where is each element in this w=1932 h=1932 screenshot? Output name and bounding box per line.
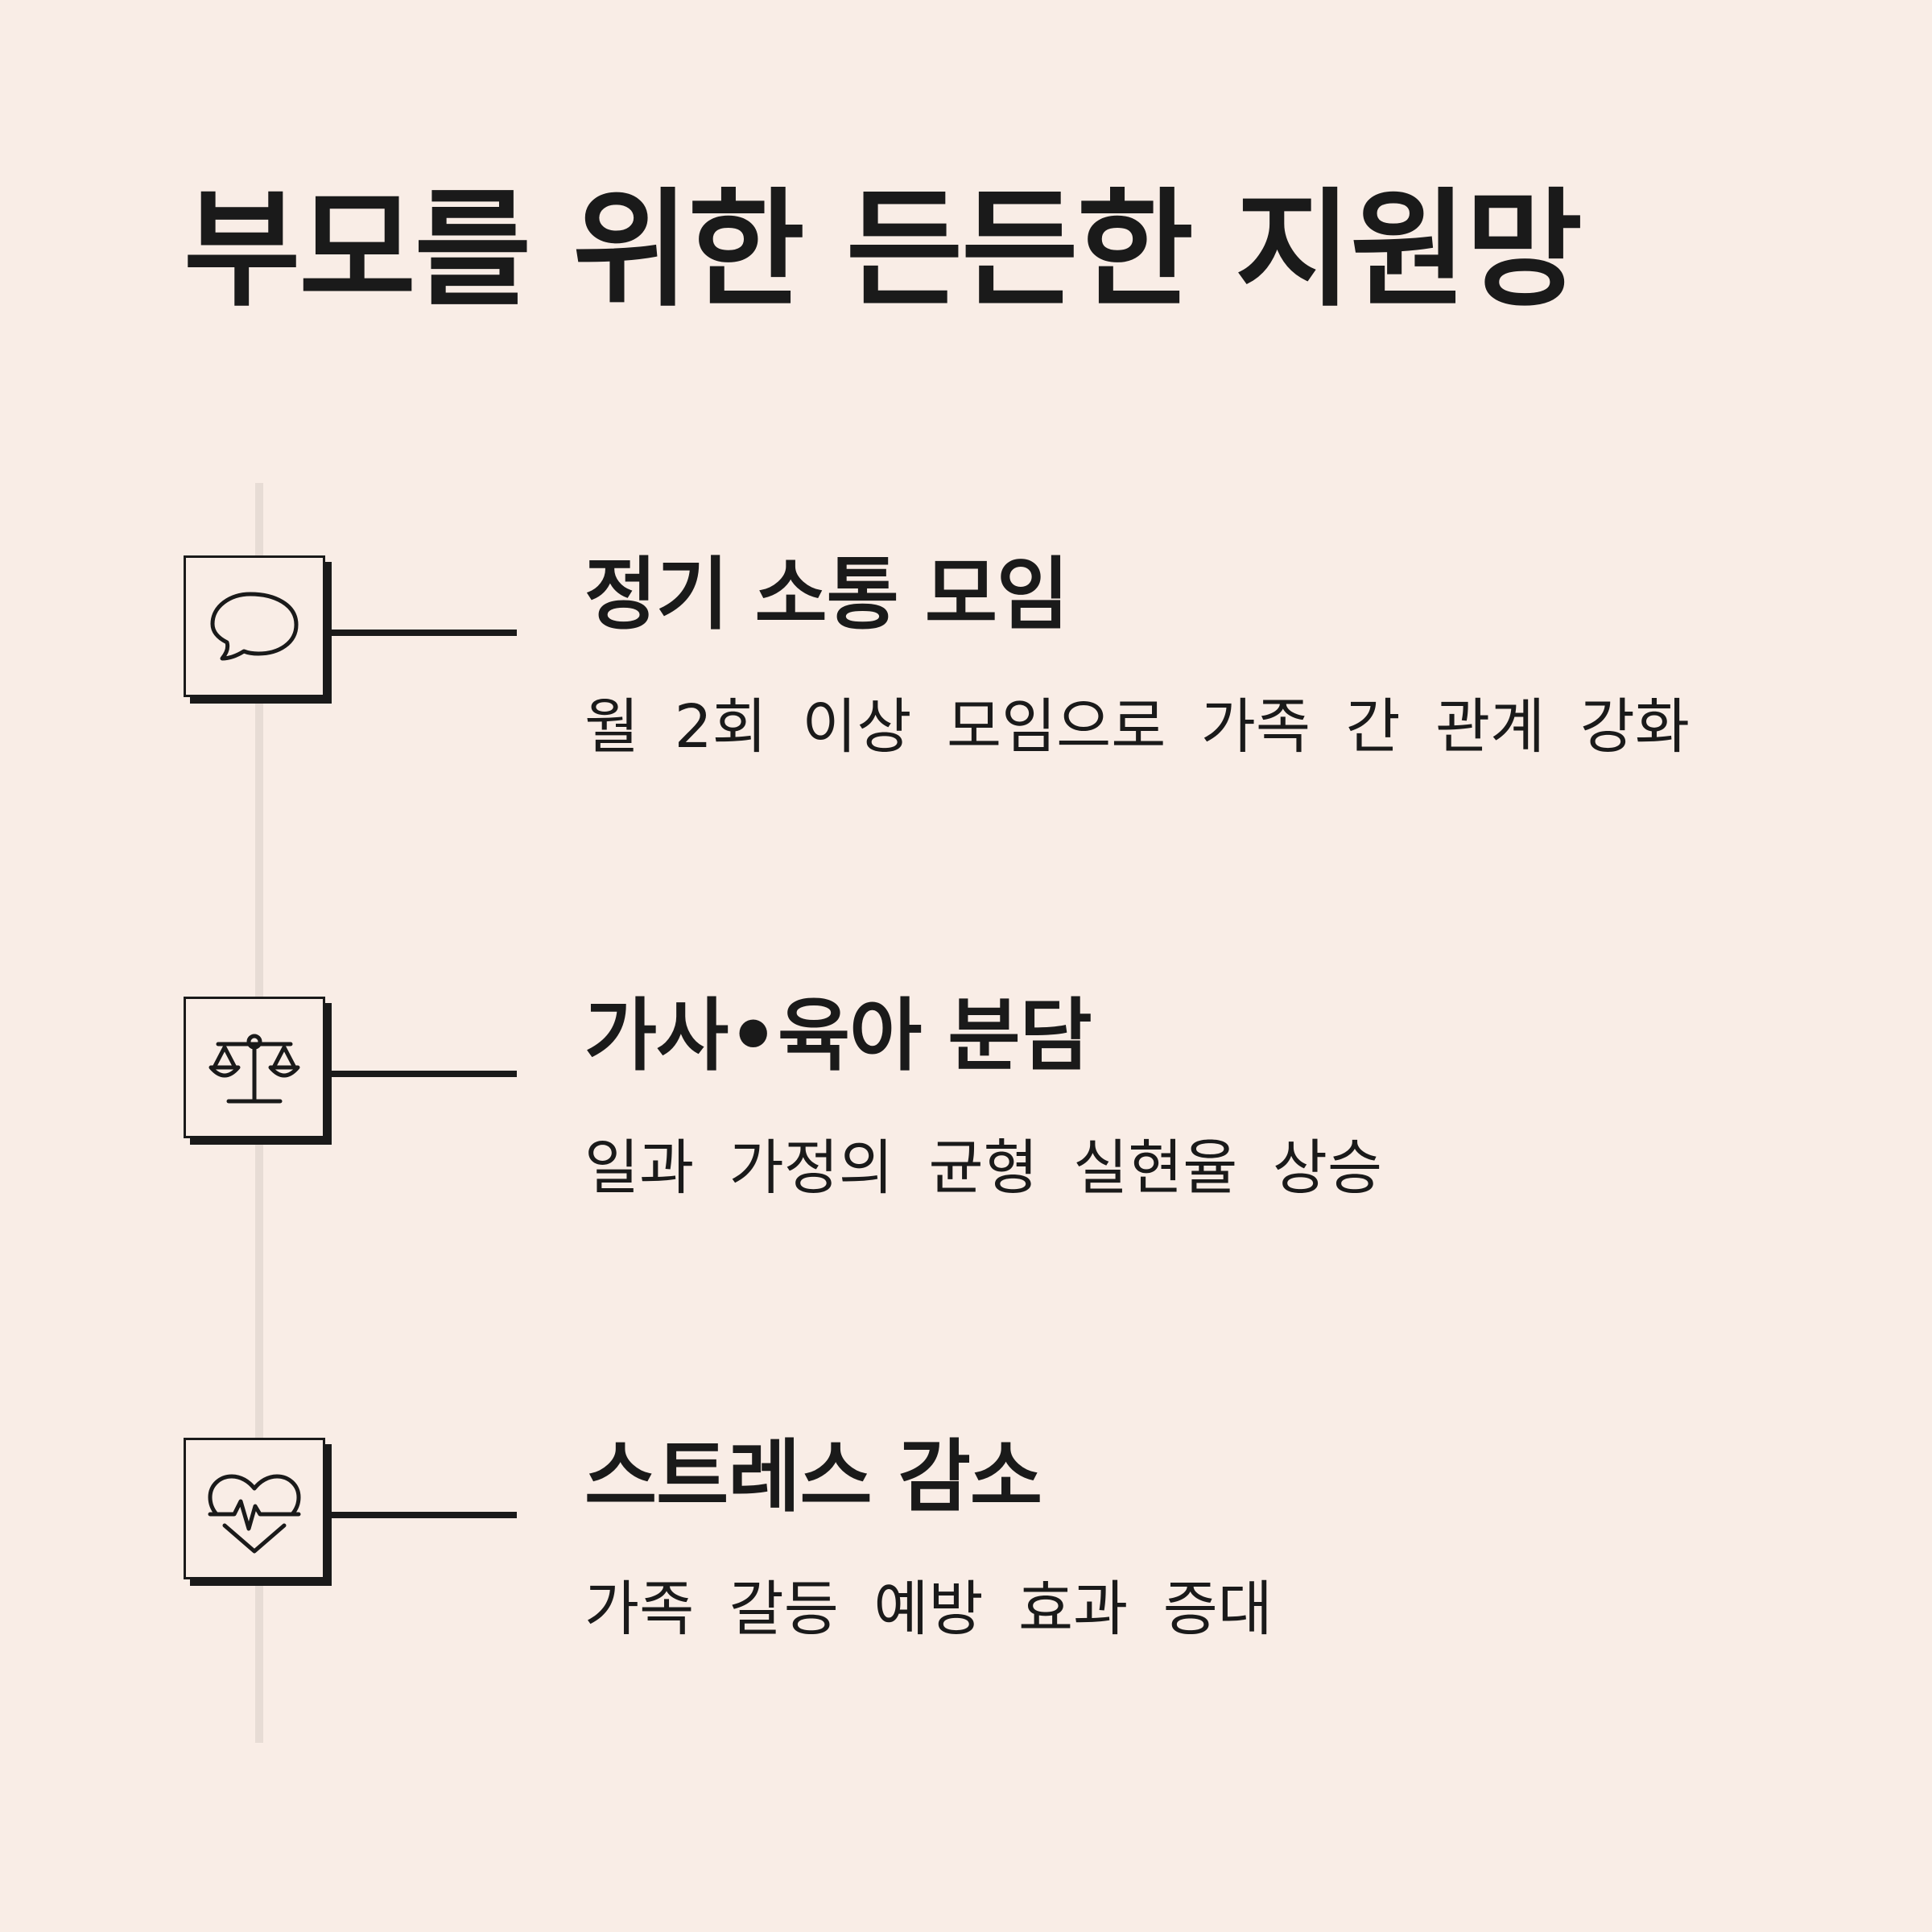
speech-bubble-icon	[210, 592, 299, 661]
icon-box	[184, 1438, 325, 1579]
support-item-communication: 정기 소통 모임 월 2회 이상 모임으로 가족 간 관계 강화	[0, 555, 1932, 797]
heart-pulse-icon	[208, 1474, 301, 1554]
item-title: 스트레스 감소	[584, 1431, 1042, 1523]
icon-box	[184, 555, 325, 697]
item-description: 월 2회 이상 모임으로 가족 간 관계 강화	[584, 692, 1690, 762]
balance-scale-icon	[208, 1034, 300, 1104]
support-item-chores: 가사•육아 분담 일과 가정의 균형 실현율 상승	[0, 997, 1932, 1238]
connector-line	[332, 1512, 517, 1518]
icon-box	[184, 997, 325, 1138]
connector-line	[332, 1071, 517, 1077]
item-description: 가족 갈등 예방 효과 증대	[584, 1575, 1273, 1644]
support-item-stress: 스트레스 감소 가족 갈등 예방 효과 증대	[0, 1438, 1932, 1679]
item-title: 정기 소통 모임	[584, 549, 1069, 641]
connector-line	[332, 630, 517, 636]
item-description: 일과 가정의 균형 실현율 상승	[584, 1133, 1383, 1203]
page-title: 부모를 위한 든든한 지원망	[184, 176, 1583, 324]
item-title: 가사•육아 분담	[584, 990, 1092, 1082]
